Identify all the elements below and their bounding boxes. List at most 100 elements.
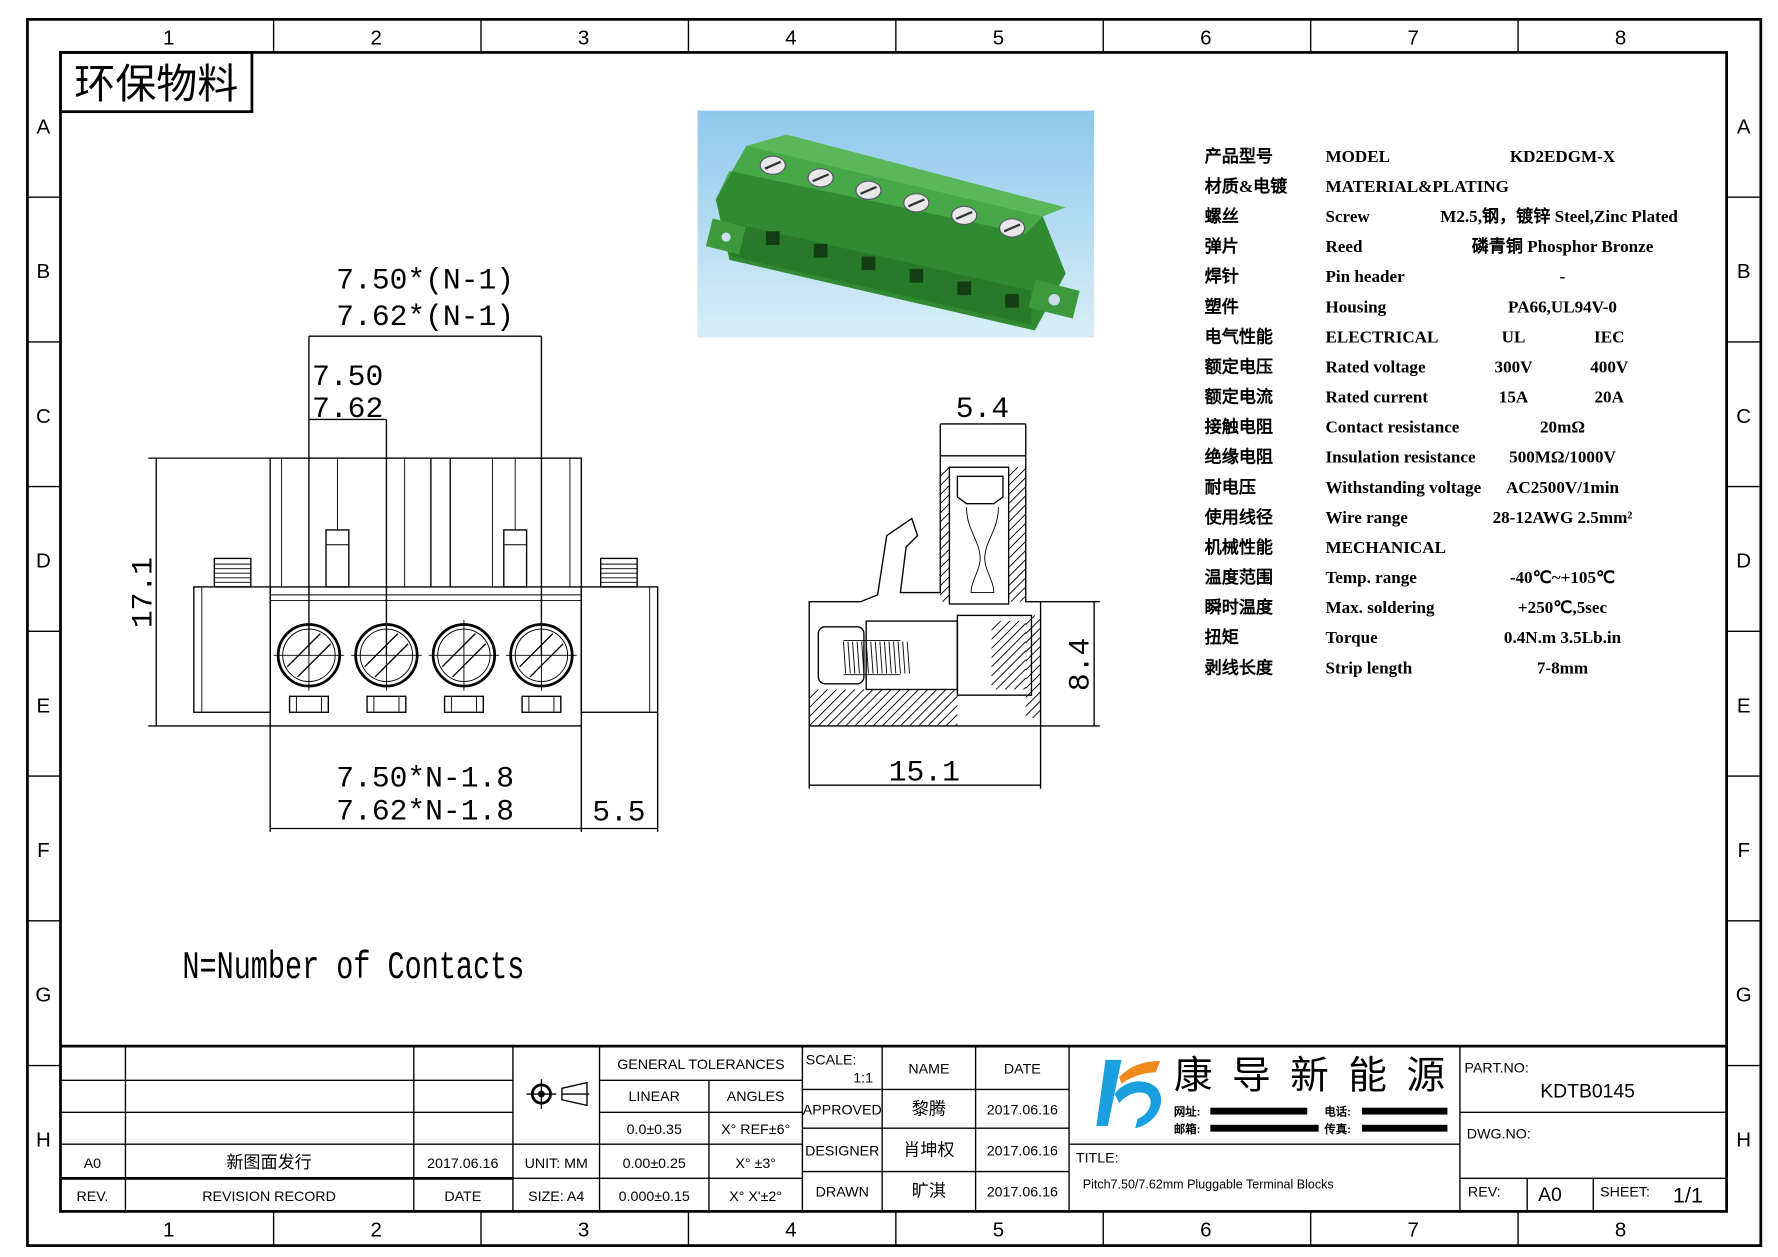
spec-label-cn: 额定电流: [1205, 387, 1273, 407]
spec-value: 28-12AWG 2.5mm²: [1493, 508, 1633, 527]
grid-row-label: H: [1736, 1128, 1751, 1151]
approved-date: 2017.06.16: [987, 1103, 1058, 1119]
title-block: A0 新图面发行 2017.06.16 REV. REVISION RECORD…: [60, 1044, 1727, 1212]
spec-label-en: Temp. range: [1325, 568, 1417, 587]
grid-row-label: B: [37, 260, 51, 283]
spec-value: 500MΩ/1000V: [1509, 448, 1616, 467]
grid-column-label: 5: [993, 1218, 1004, 1241]
spec-label-en: Reed: [1325, 237, 1362, 256]
linear-label: LINEAR: [629, 1089, 680, 1105]
spec-label-cn: 螺丝: [1205, 206, 1239, 226]
photo-screw-icon: [998, 218, 1026, 238]
spec-label-cn: 扭矩: [1205, 627, 1239, 647]
spec-value: AC2500V/1min: [1506, 478, 1619, 497]
dim-side-width: 15.1: [889, 756, 960, 790]
spec-label-cn: 额定电压: [1205, 356, 1273, 376]
spec-label-en: Pin header: [1325, 267, 1405, 286]
grid-column-label: 3: [578, 26, 589, 49]
dim-side-top: 5.4: [956, 392, 1009, 426]
tolerance-angle: X° X'±2°: [729, 1189, 782, 1205]
dim-length-750: 7.50*N-1.8: [336, 761, 514, 795]
email-label: 邮箱:: [1174, 1122, 1201, 1136]
grid-row-label: E: [37, 694, 51, 717]
spec-value-iec: 400V: [1590, 357, 1629, 376]
size-label: SIZE: A4: [528, 1189, 584, 1205]
date-header: DATE: [444, 1189, 481, 1205]
grid-row-label: F: [37, 839, 50, 862]
spec-label-en: Insulation resistance: [1325, 448, 1476, 467]
grid-column-label: 6: [1200, 26, 1211, 49]
spec-label-cn: 塑件: [1205, 296, 1239, 316]
grid-ticks: [27, 19, 1761, 1246]
spec-value-iec: 20A: [1595, 388, 1625, 407]
spec-value: 0.4N.m 3.5Lb.in: [1504, 628, 1622, 647]
spec-label-cn: 瞬时温度: [1205, 597, 1274, 617]
dim-height: 17.1: [127, 557, 161, 628]
grid-column-label: 8: [1615, 26, 1626, 49]
photo-wire-hole: [813, 243, 828, 258]
eco-label-text: 环保物料: [74, 61, 238, 107]
spec-value: KD2EDGM-X: [1510, 147, 1616, 166]
spec-label-cn: 弹片: [1205, 236, 1239, 256]
tolerance-angle: X° REF±6°: [721, 1122, 790, 1138]
grid-row-label: D: [1736, 550, 1751, 573]
designer-date: 2017.06.16: [987, 1144, 1058, 1160]
phone-label: 电话:: [1324, 1105, 1351, 1119]
approved-label: APPROVED: [803, 1103, 882, 1119]
approved-name: 黎腾: [912, 1100, 946, 1119]
eco-label: 环保物料: [59, 51, 254, 114]
wire-entry-slot: [288, 695, 329, 713]
spec-label-cn: 绝缘电阻: [1205, 447, 1273, 467]
dim-pitch-total-750: 7.50*(N-1): [336, 263, 514, 297]
dim-length-762: 7.62*N-1.8: [336, 794, 514, 828]
spring-icon: [842, 641, 910, 674]
general-tolerances-label: GENERAL TOLERANCES: [617, 1057, 784, 1073]
grid-column-label: 2: [370, 1218, 381, 1241]
drawn-name: 旷淇: [912, 1182, 946, 1201]
wire-entry-slot: [521, 695, 562, 713]
sheet-label: SHEET:: [1600, 1185, 1650, 1201]
company-name: 康导新能源: [1174, 1054, 1465, 1097]
spec-value: PA66,UL94V-0: [1508, 297, 1617, 316]
grid-row-label: G: [1736, 984, 1752, 1007]
spec-value: M2.5,钢，镀锌 Steel,Zinc Plated: [1440, 206, 1678, 226]
grid-row-label: D: [36, 550, 51, 573]
name-header: NAME: [908, 1062, 949, 1078]
spec-label-en: Rated current: [1325, 388, 1428, 407]
grid-column-label: 8: [1615, 1218, 1626, 1241]
outer-frame: [26, 18, 1763, 1247]
spec-value-ul: 15A: [1499, 388, 1529, 407]
spec-value-ul: 300V: [1495, 357, 1534, 376]
spec-label-en: Wire range: [1325, 508, 1408, 527]
sheet-value: 1/1: [1673, 1182, 1703, 1207]
tolerance-angle: X° ±3°: [735, 1156, 776, 1172]
photo-screw-icon: [759, 155, 786, 175]
grid-column-label: 3: [578, 1218, 589, 1241]
spec-label-en: Torque: [1325, 628, 1378, 647]
flange-screw-left: [213, 557, 252, 588]
date-header: DATE: [1004, 1062, 1041, 1078]
photo-wire-hole: [909, 268, 924, 283]
scale-value: 1:1: [853, 1071, 873, 1087]
revision-record-header: REVISION RECORD: [202, 1189, 336, 1205]
grid-row-label: A: [1737, 115, 1751, 138]
dim-pitch-750: 7.50: [312, 360, 383, 394]
drawn-date: 2017.06.16: [987, 1185, 1058, 1201]
spec-value-iec: IEC: [1594, 327, 1624, 346]
part-no-value: KDTB0145: [1540, 1080, 1635, 1102]
spec-label-cn: 接触电阻: [1205, 417, 1273, 437]
grid-column-label: 7: [1408, 26, 1419, 49]
spec-label-cn: 剥线长度: [1205, 657, 1274, 677]
spec-value: -: [1560, 267, 1566, 286]
dwg-no-label: DWG.NO:: [1467, 1126, 1531, 1142]
grid-row-label: B: [1737, 260, 1751, 283]
drawn-label: DRAWN: [816, 1185, 869, 1201]
designer-label: DESIGNER: [805, 1144, 879, 1160]
grid-column-label: 4: [785, 1218, 796, 1241]
tolerance-linear: 0.000±0.15: [619, 1189, 690, 1205]
contacts-note: N=Number of Contacts: [182, 946, 524, 990]
photo-screw-icon: [951, 205, 978, 226]
photo-wire-hole: [861, 256, 876, 271]
